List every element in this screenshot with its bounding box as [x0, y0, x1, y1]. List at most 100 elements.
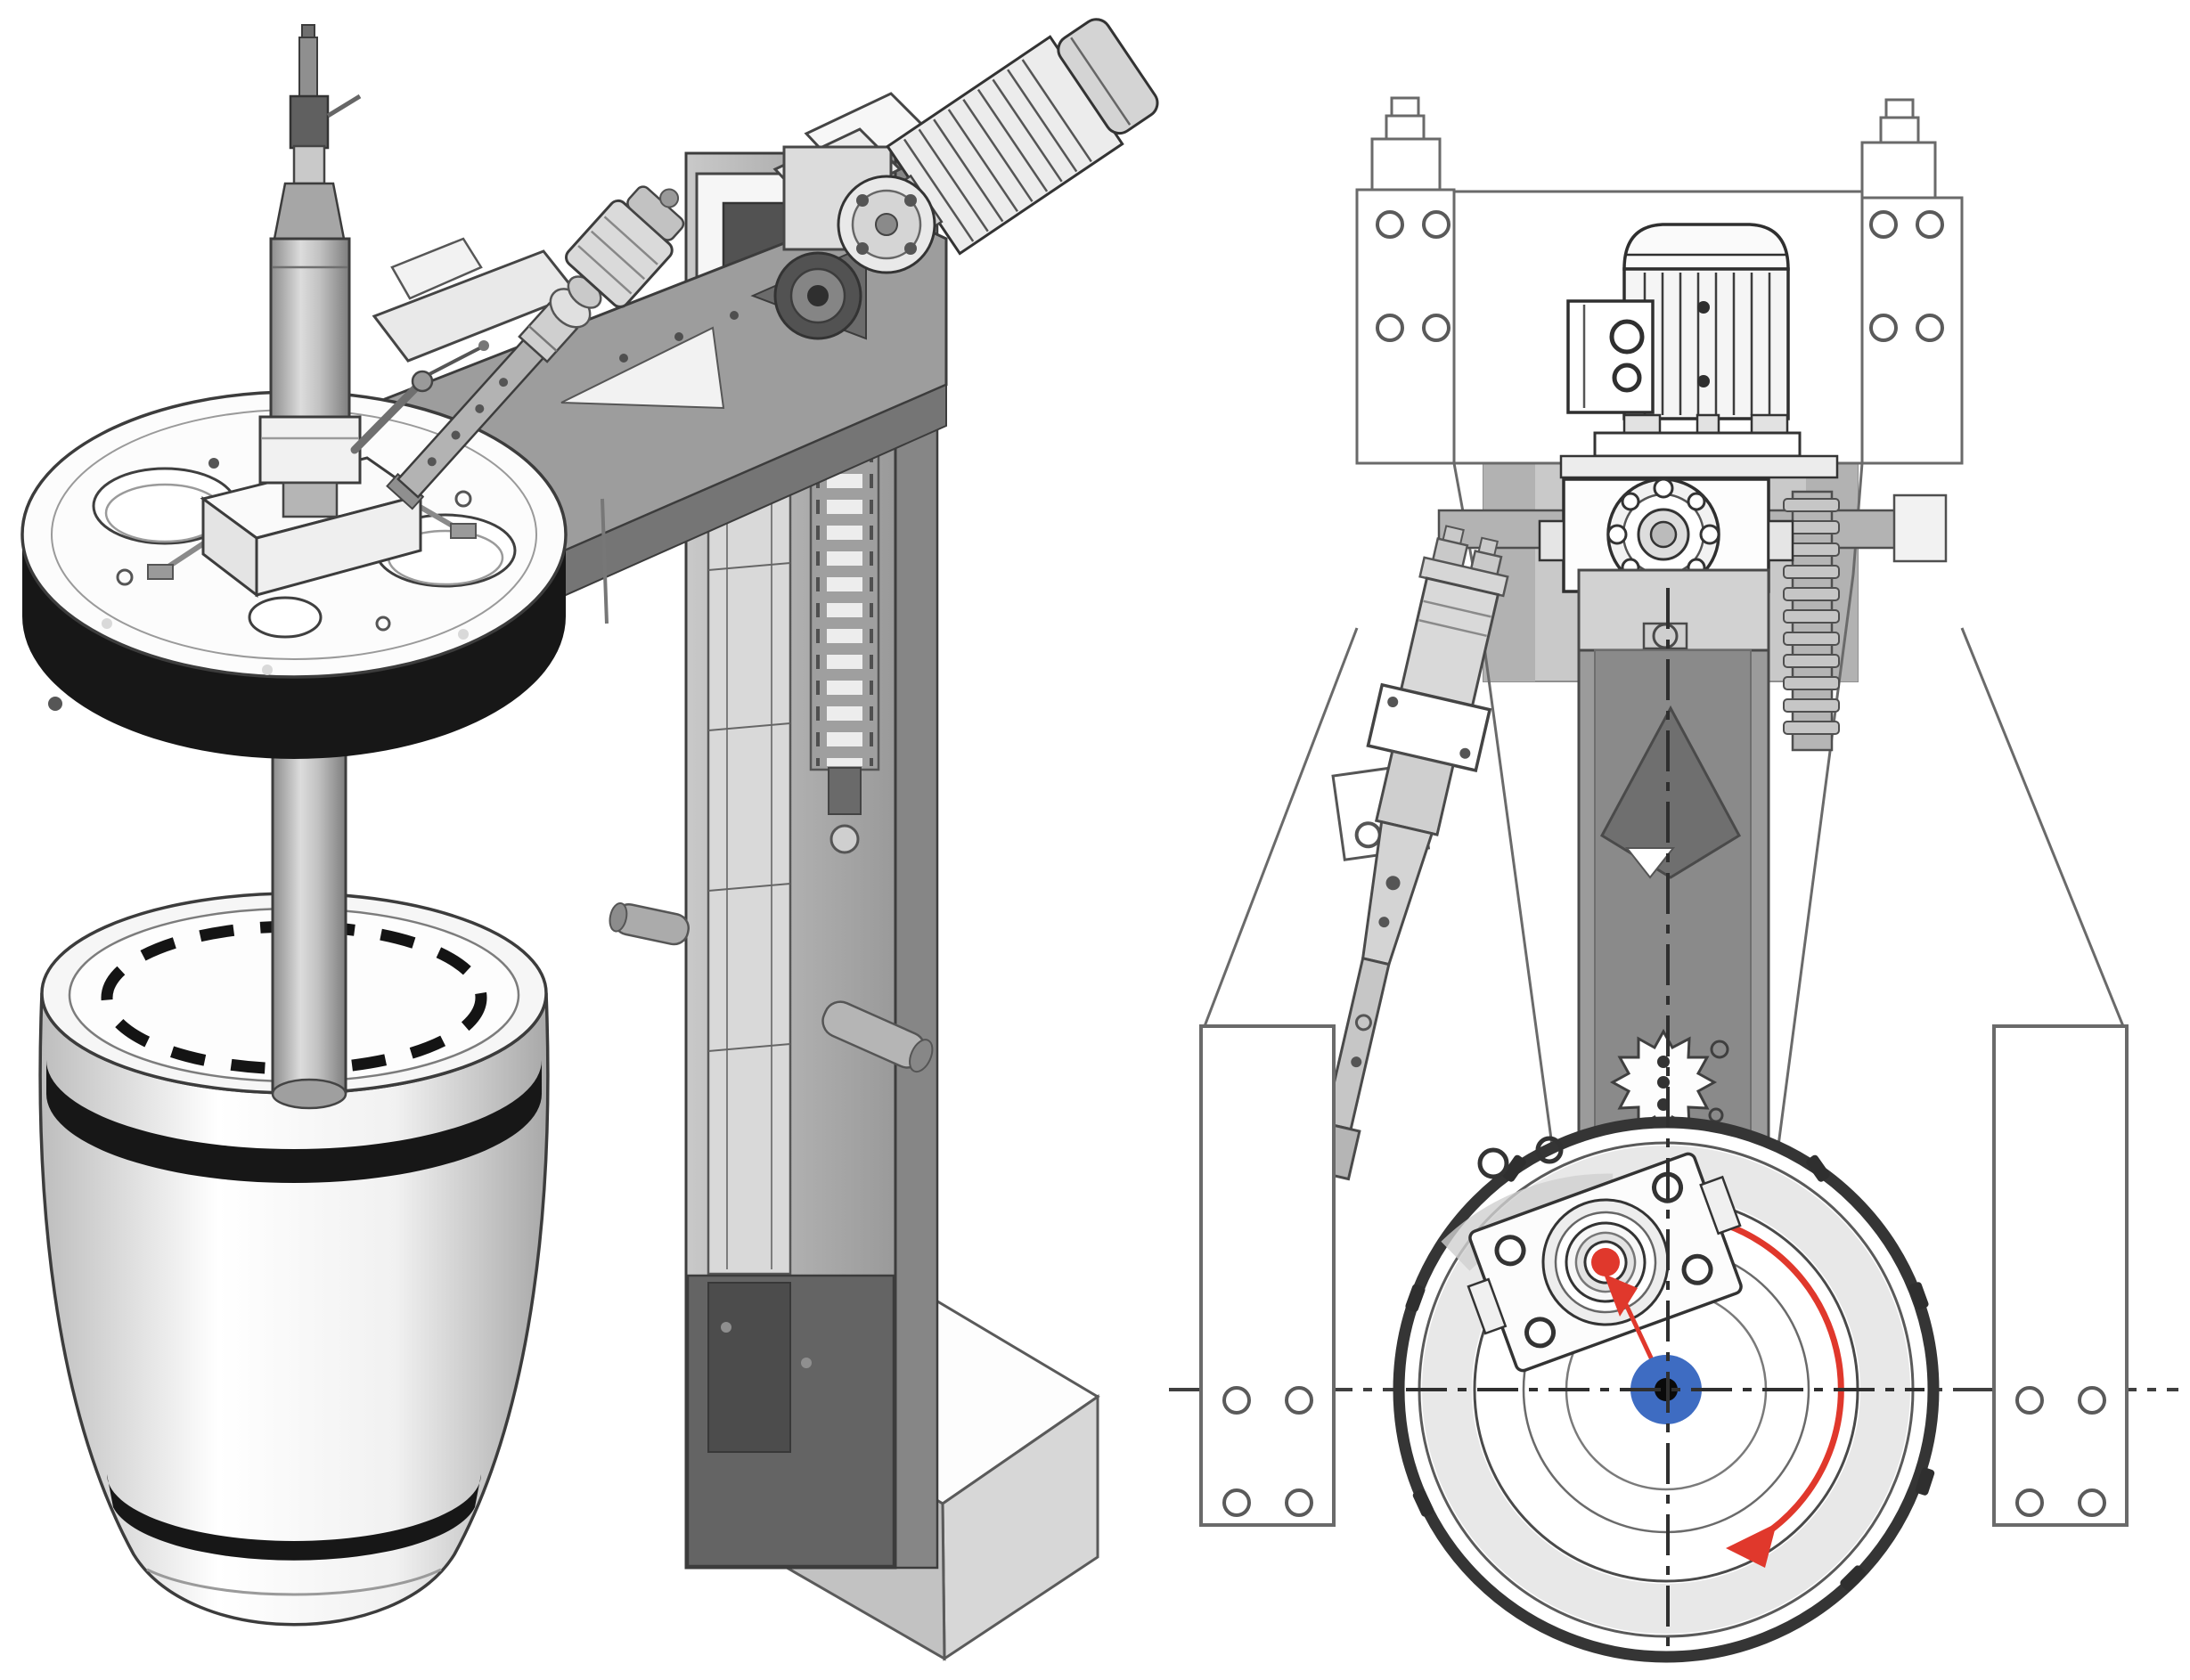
rim-clip — [1908, 1282, 1929, 1310]
pointer-notch — [1624, 847, 1676, 879]
isometric-view — [20, 18, 1159, 1661]
fitting-nozzle — [326, 94, 362, 118]
band-bolt — [458, 629, 469, 640]
fin-line — [933, 118, 1004, 223]
flange-bolt — [1653, 477, 1674, 499]
head-plate-tab — [1467, 1277, 1508, 1335]
lid-bolt — [454, 490, 472, 508]
lever-joint — [411, 370, 434, 393]
flange-bolt — [856, 194, 869, 207]
hanger-rod — [601, 498, 609, 624]
fin-bolt — [1697, 375, 1710, 387]
rim-clip — [1502, 1154, 1526, 1182]
motor-tip — [659, 188, 680, 208]
foot-bolt-hole — [1222, 1386, 1251, 1415]
arm-hole — [1385, 876, 1401, 891]
flange-bolt — [904, 194, 917, 207]
sprocket-center — [807, 285, 829, 306]
mixing-shaft-tip — [271, 1078, 347, 1110]
shaft-taper — [273, 182, 346, 241]
lid-hole — [248, 596, 323, 639]
shaft-upper-body — [269, 237, 351, 419]
head-plate-tab — [1699, 1175, 1742, 1236]
rack-tooth — [1783, 654, 1840, 668]
head-bolt — [1524, 1317, 1557, 1349]
rack-tooth — [1783, 698, 1840, 713]
clamp-foot — [450, 523, 477, 539]
position-pointer — [1600, 705, 1741, 879]
shaft-end-block — [1892, 493, 1948, 563]
head-bolt-outer — [1535, 1136, 1564, 1164]
rim-clip — [1806, 1154, 1830, 1182]
lever-rod — [350, 380, 423, 454]
arm-hole — [1354, 1014, 1372, 1032]
barrel-band-lower — [107, 1474, 481, 1561]
shaft-collar-small — [292, 144, 326, 185]
sprocket-dot — [1657, 1056, 1670, 1068]
rim-clip — [1412, 1488, 1434, 1517]
chain-weight — [829, 824, 860, 854]
rack-tooth — [1783, 498, 1840, 512]
foot-bolt-hole — [1222, 1488, 1251, 1517]
fin-line — [992, 78, 1063, 183]
band-bolt — [262, 665, 273, 675]
agitator-drive — [386, 185, 685, 510]
bracket-head-plate — [390, 237, 483, 300]
flange-hub — [875, 213, 898, 236]
rail-tick — [707, 883, 791, 892]
left-post-screw — [1385, 114, 1426, 143]
flange-hub — [1649, 520, 1678, 549]
barrel — [38, 892, 550, 1627]
front-chain-sprocket — [1609, 1028, 1729, 1137]
arm-ring — [1418, 619, 1487, 638]
tool-axis-dot — [1591, 1248, 1620, 1276]
rotation-arc — [1724, 1221, 1844, 1539]
clamp-bolt — [1459, 747, 1471, 759]
motor-line — [603, 216, 658, 265]
flange-bolt — [1687, 492, 1706, 511]
cable-gland — [1609, 319, 1645, 355]
bolt-hole — [1869, 210, 1898, 239]
bolt-hole — [1422, 314, 1450, 342]
left-post-cap — [1370, 137, 1442, 192]
motor-cap — [1622, 223, 1790, 271]
lid-rim-band — [22, 534, 566, 759]
flange-bolt — [1699, 524, 1720, 545]
sprocket-dot — [1657, 1076, 1670, 1089]
leg-inner-edge — [1777, 462, 1864, 1146]
handle-pegs — [609, 901, 934, 1073]
bolt-dot — [674, 332, 683, 341]
rack-tooth — [1783, 676, 1840, 690]
barrel-foot-line — [146, 1568, 442, 1596]
post-bolt-holes — [1376, 210, 1944, 342]
rim-clip — [1840, 1565, 1866, 1591]
clamp-foot — [147, 564, 174, 580]
bolt-hole — [1422, 210, 1450, 239]
motor-line — [577, 245, 633, 295]
band-bolt — [102, 618, 112, 629]
arm-upper-body — [1399, 576, 1500, 708]
lid-bolt — [116, 568, 134, 586]
bolt-hole — [1916, 210, 1944, 239]
loose-bolt — [48, 697, 62, 711]
radius-arrow-head — [1604, 1274, 1638, 1317]
gearbox-top-plate — [1559, 454, 1839, 479]
cable-gland — [1612, 363, 1642, 393]
flange-bolt — [856, 242, 869, 255]
terminal-box — [1566, 299, 1655, 414]
tool-shaft — [258, 24, 362, 518]
lever-knob — [478, 340, 489, 351]
arm-ring — [1423, 599, 1491, 618]
handle-peg-left — [609, 901, 690, 946]
left-foot-plate — [1199, 1024, 1336, 1527]
drum-rim-clips — [1405, 1154, 1935, 1591]
fin-line — [918, 128, 989, 232]
flange-bolt — [1606, 524, 1628, 545]
bracket-cutout-light — [560, 326, 725, 410]
leg-outer-edge — [1960, 627, 2125, 1027]
peg-cap — [609, 901, 628, 933]
motor-line — [590, 230, 646, 281]
shaft-hole — [475, 404, 485, 413]
foot-bolt-hole — [1285, 1488, 1313, 1517]
